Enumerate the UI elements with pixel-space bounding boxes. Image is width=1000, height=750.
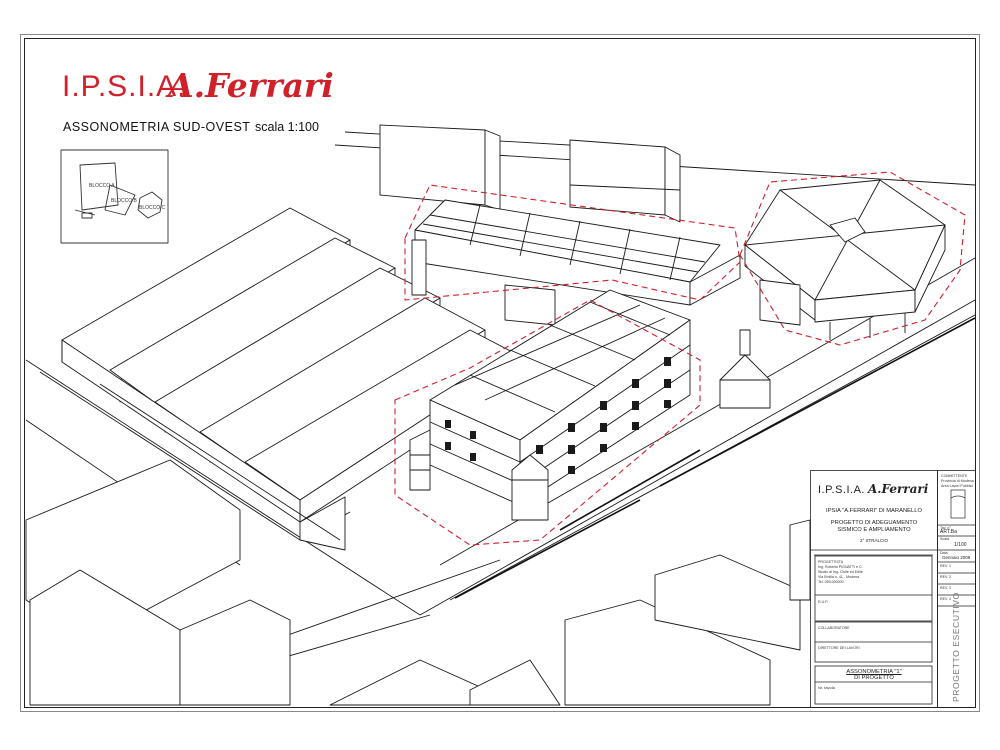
tb-sheet-code: ART.Ba xyxy=(940,529,957,535)
key-plan-label-b: BLOCCO B xyxy=(111,198,137,204)
tb-progettista-4: Tel. 059.000000 xyxy=(818,580,844,584)
tb-project-line2: SISMICO E AMPLIAMENTO xyxy=(837,527,911,533)
brand-logo: A.Ferrari xyxy=(168,66,334,105)
tb-school-name: IPSIA "A.FERRARI" DI MARANELLO xyxy=(826,508,922,514)
tb-date-label: Data xyxy=(940,551,948,555)
foreground-buildings xyxy=(25,459,811,706)
scale-label: scala 1:100 xyxy=(255,120,319,134)
tb-notes-label: Nr. tavola xyxy=(818,685,835,690)
tb-committente-sub: Provincia di Modena xyxy=(941,479,974,483)
sheet-border xyxy=(24,38,976,708)
key-plan-label-a: BLOCCO A xyxy=(89,183,115,189)
curb-hatching xyxy=(454,317,976,599)
stair-tower xyxy=(409,429,549,521)
background-buildings xyxy=(379,124,681,223)
tb-rev-3: REV. 3 xyxy=(940,586,952,590)
tb-rev-2: REV. 2 xyxy=(940,575,952,579)
tb-committente: COMMITTENTE xyxy=(941,474,968,478)
tb-direttore: DIRETTORE DEI LAVORI xyxy=(818,646,860,650)
view-name: ASSONOMETRIA SUD-OVEST xyxy=(63,120,251,134)
sawtooth-warehouse xyxy=(39,207,521,551)
tb-sheet-code-label: Tav. n° xyxy=(940,526,951,530)
tb-progettista-3: Via Emilia n. 41 - Modena xyxy=(818,575,860,579)
tb-rup: R.U.P. xyxy=(818,600,829,604)
key-plan-box xyxy=(60,149,169,244)
title-block-frame xyxy=(810,470,976,708)
upper-block xyxy=(411,199,741,326)
tb-progettista-1: Ing. Roberto PIGNATTI e C. xyxy=(818,565,863,569)
tb-scale-value: 1/100 xyxy=(954,542,967,548)
tb-scale-label: Scala xyxy=(940,537,949,541)
main-block xyxy=(429,289,691,506)
school-logo: I.P.S.I.A. xyxy=(62,70,187,103)
tb-rev-1: REV. 1 xyxy=(940,564,952,568)
tb-progettista-2: Studio di Ing. Civile ed Edile xyxy=(818,570,863,574)
tb-brand-logo: A.Ferrari xyxy=(868,482,929,496)
title-block: I.P.S.I.A. A.Ferrari IPSIA "A.FERRARI" D… xyxy=(810,470,976,708)
tb-collaboratore: COLLABORATORE xyxy=(818,626,850,630)
tb-stage-vertical: PROGETTO ESECUTIVO xyxy=(951,592,961,702)
project-boundaries xyxy=(394,171,966,546)
hexagonal-pavilion xyxy=(744,179,946,340)
sheet-outer-border xyxy=(20,34,980,712)
tb-drawing-subtitle: DI PROGETTO xyxy=(854,675,894,681)
tb-phase: 2° STRALCIO xyxy=(859,538,889,543)
tb-drawing-title: ASSONOMETRIA "1" xyxy=(846,669,902,675)
tb-progettista-0: PROGETTISTA xyxy=(818,560,844,564)
tb-date-value: Gennaio 2009 xyxy=(942,555,971,560)
tb-school-logo: I.P.S.I.A. xyxy=(818,484,865,496)
main-block-windows xyxy=(445,357,671,496)
tb-committente-sub2: Area Lavori Pubblici xyxy=(941,484,973,488)
tb-project-line1: PROGETTO DI ADEGUAMENTO xyxy=(830,520,918,526)
gazebo xyxy=(719,329,771,409)
key-plan-label-c: BLOCCO C xyxy=(139,205,166,211)
tb-rev-4: REV. 4 xyxy=(940,597,952,601)
